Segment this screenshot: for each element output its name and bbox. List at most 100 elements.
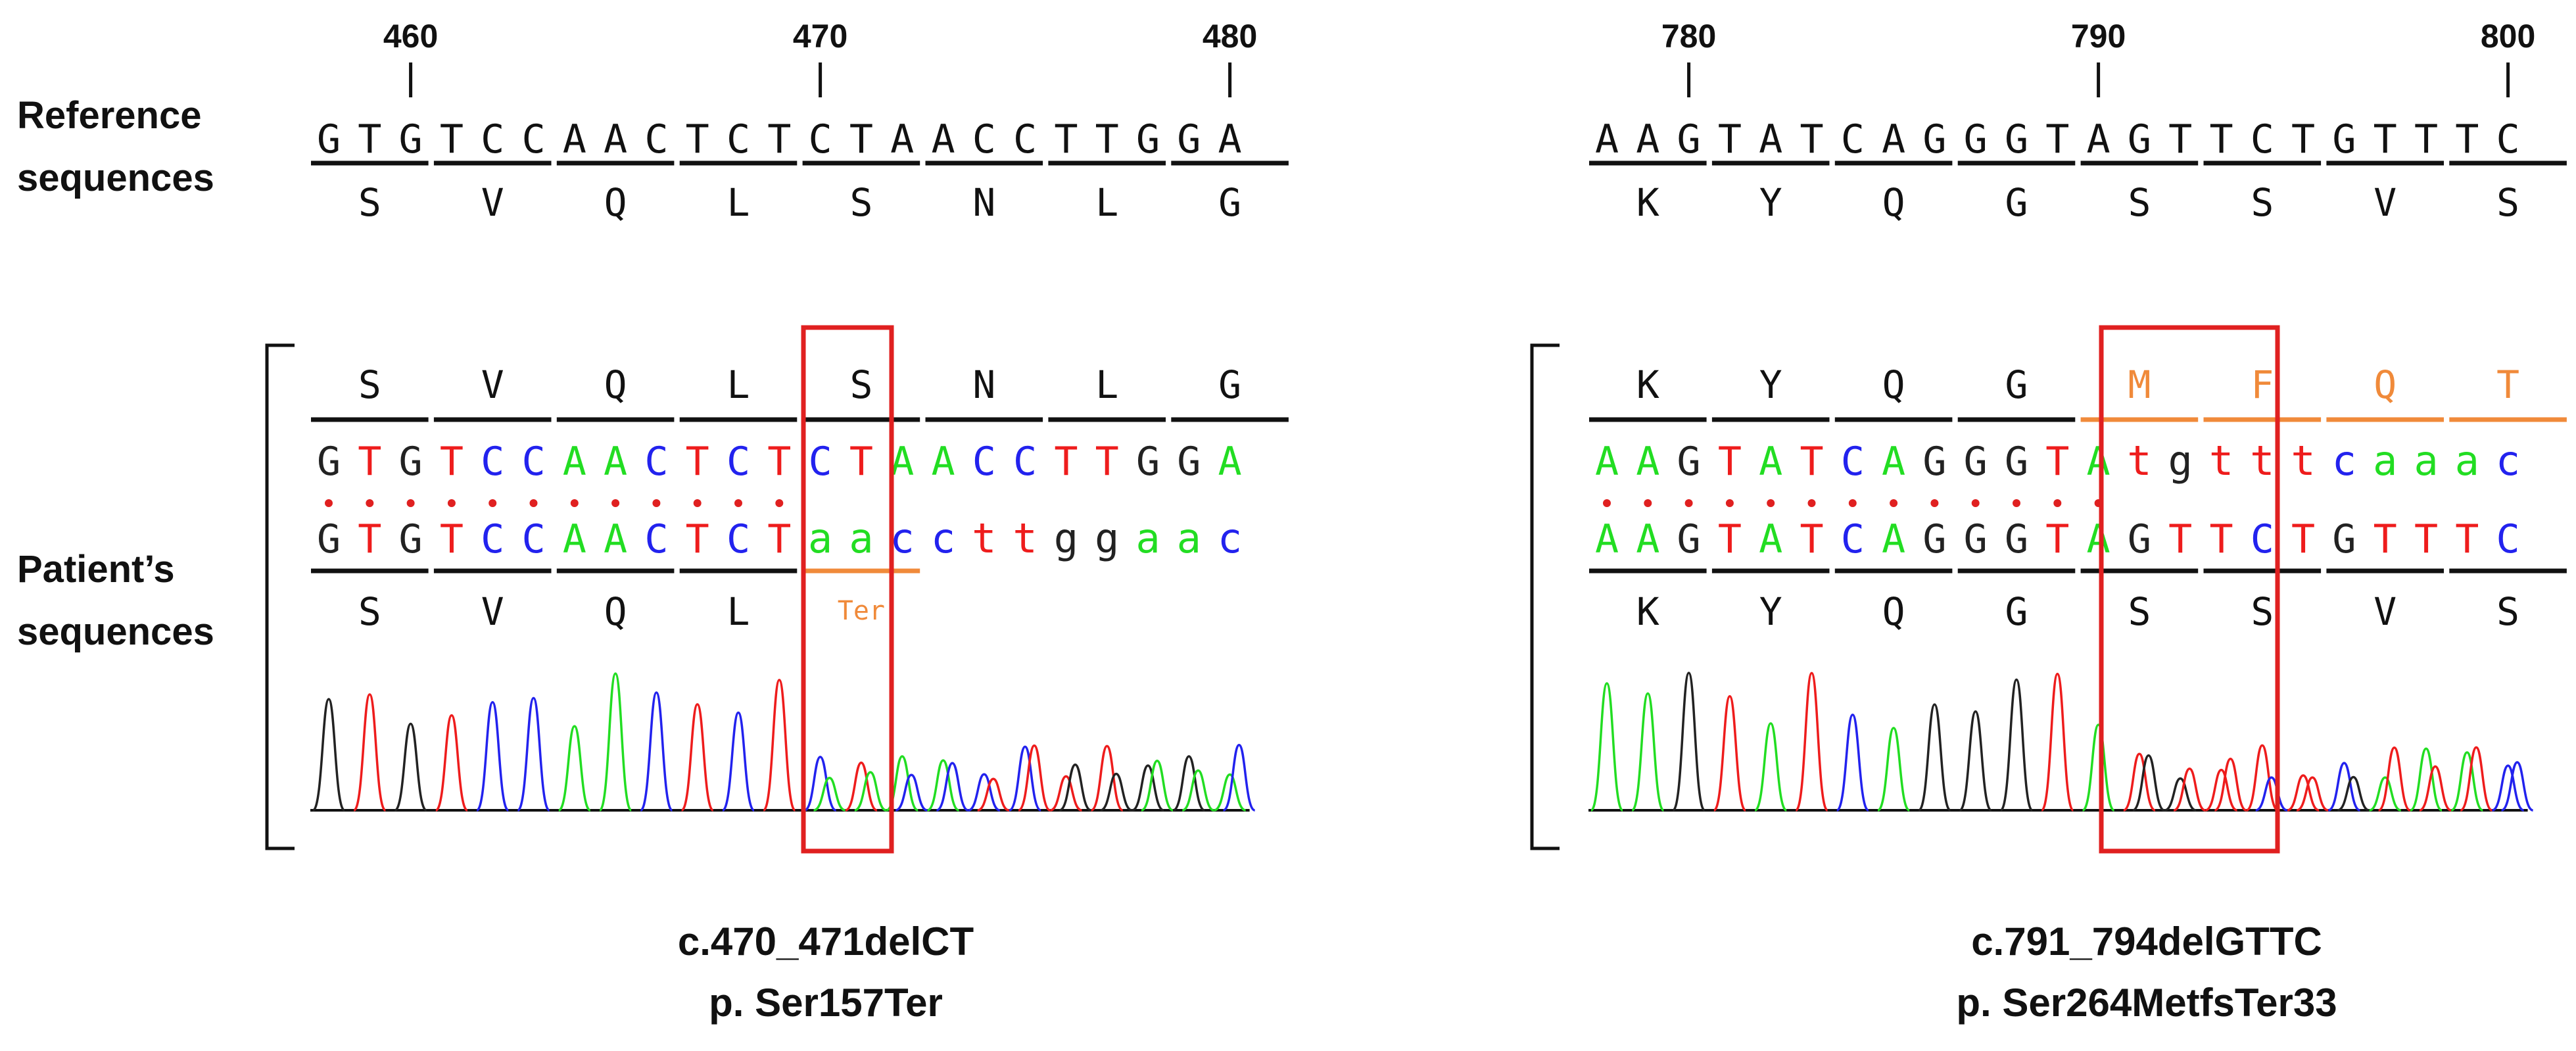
chromatogram-peak <box>558 725 591 812</box>
left-mutation-box <box>801 325 894 854</box>
patient-allele1-base: a <box>2455 437 2479 485</box>
chromatogram-peak <box>1877 727 1911 812</box>
reference-amino-acid: S <box>2496 180 2519 225</box>
chromatogram-peak <box>1794 672 1829 812</box>
chromatogram-peak <box>2205 768 2238 812</box>
reference-amino-acid: S <box>358 180 381 225</box>
chromatogram-peak <box>1222 744 1256 812</box>
reference-base: A <box>563 116 586 162</box>
reference-base: G <box>1922 116 1946 162</box>
reference-base: T <box>2455 116 2479 162</box>
patient-top-amino-acid: F <box>2251 362 2274 407</box>
chromatogram-peak <box>813 777 846 812</box>
chromatogram-peak <box>2419 765 2452 812</box>
right-mutation-box <box>2099 325 2280 854</box>
chromatogram-peak <box>1590 682 1624 812</box>
chromatogram-peak <box>1631 692 1665 812</box>
heterozygous-dot <box>1890 499 1898 507</box>
chromatogram-peak <box>352 693 387 812</box>
chromatogram-peak <box>2450 751 2484 812</box>
chromatogram-peak <box>435 714 469 812</box>
patient-allele2-base: g <box>1054 514 1078 562</box>
svg-text:p. Ser264MetfsTer33: p. Ser264MetfsTer33 <box>1956 981 2337 1025</box>
svg-text:c.791_794delGTTC: c.791_794delGTTC <box>1971 919 2322 964</box>
reference-base: A <box>1595 116 1619 162</box>
svg-text:Reference: Reference <box>17 94 201 137</box>
reference-base: A <box>2087 116 2111 162</box>
patient-allele2-base: A <box>1636 516 1659 562</box>
patient-allele1-base: T <box>1718 439 1742 485</box>
chromatogram-peak <box>1090 745 1124 812</box>
reference-base: G <box>1136 116 1160 162</box>
patient-allele2-base: C <box>2496 516 2520 562</box>
patient-top-amino-acid: Y <box>1759 362 1782 407</box>
chromatogram-peak <box>598 672 632 812</box>
chromatogram-peak <box>2410 747 2443 812</box>
patient-allele2-base: G <box>2332 516 2356 562</box>
svg-text:c.470_471delCT: c.470_471delCT <box>678 919 974 964</box>
reference-base: T <box>2168 116 2192 162</box>
reference-amino-acid: Q <box>1882 180 1905 225</box>
chromatogram-peak <box>2132 754 2165 812</box>
left-patient-bracket <box>265 343 295 850</box>
patient-allele1-base: T <box>440 439 464 485</box>
patient-allele2-base: t <box>972 514 996 562</box>
reference-base: C <box>481 116 504 162</box>
heterozygous-dot <box>1971 499 1980 507</box>
chromatogram-peak <box>895 773 928 812</box>
patient-allele1-base: t <box>2209 437 2233 485</box>
heterozygous-dot <box>1684 499 1693 507</box>
reference-amino-acid: K <box>1636 180 1659 225</box>
reference-base: A <box>931 116 955 162</box>
patient-allele2-base: a <box>1135 514 1160 562</box>
chromatogram-peak <box>2123 752 2156 812</box>
heterozygous-dot <box>570 499 579 507</box>
patient-allele2-base: G <box>1677 516 1701 562</box>
patient-allele1-base: A <box>1636 439 1659 485</box>
chromatogram-peak <box>1671 672 1706 812</box>
patient-allele1-base: c <box>2496 437 2520 485</box>
svg-text:Patient’s: Patient’s <box>17 548 175 591</box>
chromatogram-peak <box>2173 768 2206 812</box>
heterozygous-dot <box>1603 499 1611 507</box>
patient-top-amino-acid: K <box>1636 362 1659 407</box>
patient-allele2-base: T <box>2209 516 2233 562</box>
patient-allele1-base: C <box>809 439 832 485</box>
reference-amino-acid: V <box>2373 180 2397 225</box>
reference-base: G <box>2128 116 2151 162</box>
chromatogram-peak <box>1009 745 1041 812</box>
right-chromatogram <box>1588 672 2534 812</box>
heterozygous-dot <box>2053 499 2062 507</box>
chromatogram-peak <box>845 761 878 812</box>
patient-bottom-amino-acid: Q <box>604 589 627 634</box>
patient-bottom-amino-acid: S <box>2496 589 2519 634</box>
heterozygous-dot <box>611 499 620 507</box>
chromatogram-peak <box>680 703 715 812</box>
reference-label: Reference sequences <box>17 94 214 199</box>
reference-base: C <box>2251 116 2274 162</box>
reference-base: A <box>1882 116 1905 162</box>
patient-bottom-amino-acid: Ter <box>838 596 885 626</box>
patient-allele1-base: A <box>931 439 955 485</box>
patient-allele1-base: T <box>1800 439 1823 485</box>
patient-allele2-base: G <box>399 516 423 562</box>
patient-allele1-base: A <box>890 439 914 485</box>
patient-allele2-base: A <box>604 516 627 562</box>
reference-base: C <box>972 116 996 162</box>
position-tick-label: 800 <box>2481 18 2535 55</box>
patient-top-amino-acid: G <box>2005 362 2028 407</box>
chromatogram-peak <box>1049 775 1083 812</box>
patient-allele2-base: C <box>644 516 668 562</box>
reference-base: T <box>1800 116 1823 162</box>
chromatogram-peak <box>2214 757 2247 812</box>
reference-base: A <box>1636 116 1659 162</box>
patient-allele1-base: A <box>1882 439 1905 485</box>
patient-allele2-base: T <box>2291 516 2315 562</box>
patient-allele2-base: T <box>1718 516 1742 562</box>
chromatogram-peak <box>475 700 510 812</box>
patient-bottom-amino-acid: Y <box>1759 589 1782 634</box>
chromatogram-peak <box>721 711 755 812</box>
chromatogram-peak <box>2164 777 2197 812</box>
patient-allele1-base: A <box>604 439 627 485</box>
